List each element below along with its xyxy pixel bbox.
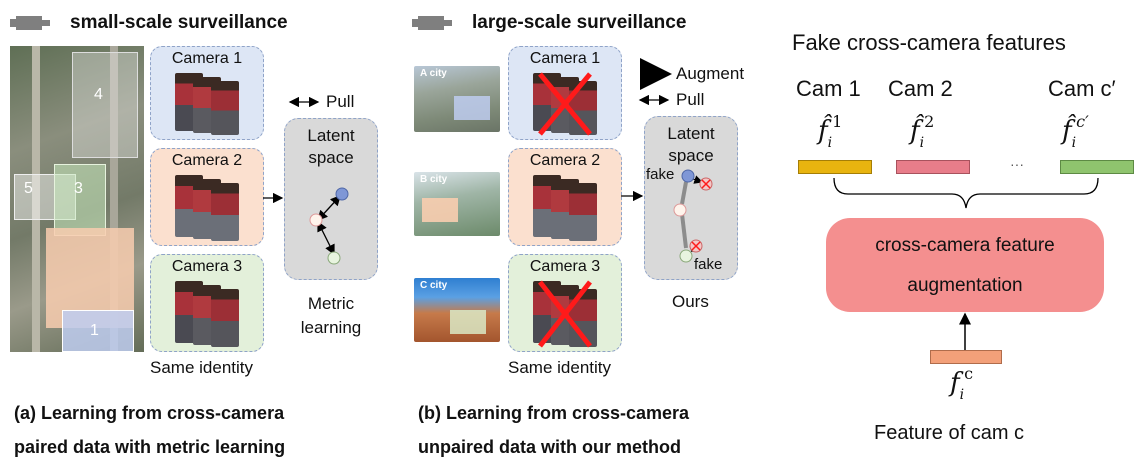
middle-header: large-scale surveillance bbox=[472, 12, 687, 33]
middle-method-label: Ours bbox=[672, 292, 709, 311]
fake-label-top: fake bbox=[646, 166, 675, 183]
cam-2-label: Cam 2 bbox=[888, 76, 953, 101]
map-number-4: 4 bbox=[94, 86, 103, 103]
middle-node-center bbox=[673, 203, 687, 217]
map-number-5: 5 bbox=[24, 180, 33, 197]
middle-camera-1-box: Camera 1 bbox=[508, 46, 622, 140]
left-camera-2-label: Camera 2 bbox=[171, 152, 243, 169]
left-camera-2-box: Camera 2 bbox=[150, 148, 264, 246]
map-number-1: 1 bbox=[90, 322, 99, 339]
person-image bbox=[211, 183, 239, 241]
middle-node-fake-bottom bbox=[679, 249, 693, 263]
feature-bar-cam-1 bbox=[798, 160, 872, 174]
input-feature-symbol: fic bbox=[950, 364, 974, 403]
middle-identity-label: Same identity bbox=[508, 358, 611, 377]
person-image bbox=[211, 81, 239, 135]
left-camera-3-label: Camera 3 bbox=[171, 258, 243, 275]
right-title: Fake cross-camera features bbox=[792, 30, 1066, 55]
feature-bracket bbox=[833, 177, 1099, 209]
left-header: small-scale surveillance bbox=[70, 12, 288, 33]
middle-camera-3-label: Camera 3 bbox=[529, 258, 601, 275]
feature-bar-cam-c-prime bbox=[1060, 160, 1134, 174]
fake-feature-symbol-c-prime: f̂ic′ bbox=[1062, 112, 1089, 151]
left-node-orange bbox=[309, 213, 323, 227]
left-camera-3-box: Camera 3 bbox=[150, 254, 264, 352]
left-pull-label: Pull bbox=[326, 92, 355, 111]
augment-label: Augment bbox=[676, 64, 745, 83]
feature-of-cam-label: Feature of cam c bbox=[874, 422, 1025, 444]
camera-icon-middle bbox=[410, 12, 454, 34]
city-b-image: B city bbox=[414, 172, 500, 236]
middle-pull-label: Pull bbox=[676, 90, 705, 109]
city-a-image: A city bbox=[414, 66, 500, 132]
person-image bbox=[211, 289, 239, 347]
left-camera-1-box: Camera 1 bbox=[150, 46, 264, 140]
middle-camera-2-label: Camera 2 bbox=[529, 152, 601, 169]
cam-1-label: Cam 1 bbox=[796, 76, 861, 101]
left-node-green bbox=[327, 251, 341, 265]
middle-node-fake-top bbox=[681, 169, 695, 183]
camera-icon-left bbox=[8, 12, 52, 34]
map-number-3: 3 bbox=[74, 180, 83, 197]
left-node-blue bbox=[335, 187, 349, 201]
person-image bbox=[569, 183, 597, 241]
middle-camera-2-box: Camera 2 bbox=[508, 148, 622, 246]
satellite-map: 4 5 3 1 bbox=[10, 46, 144, 352]
fake-feature-symbol-1: f̂i1 bbox=[818, 112, 843, 151]
fake-label-bottom: fake bbox=[694, 256, 723, 273]
left-identity-label: Same identity bbox=[150, 358, 253, 377]
fake-feature-symbol-2: f̂i2 bbox=[910, 112, 935, 151]
feature-bar-cam-2 bbox=[896, 160, 970, 174]
ellipsis: ··· bbox=[1010, 156, 1024, 172]
left-camera-1-label: Camera 1 bbox=[171, 50, 243, 67]
input-feature-bar bbox=[930, 350, 1002, 364]
city-c-image: C city bbox=[414, 278, 500, 342]
cam-c-prime-label: Cam c′ bbox=[1048, 76, 1116, 101]
middle-camera-1-label: Camera 1 bbox=[529, 50, 601, 67]
